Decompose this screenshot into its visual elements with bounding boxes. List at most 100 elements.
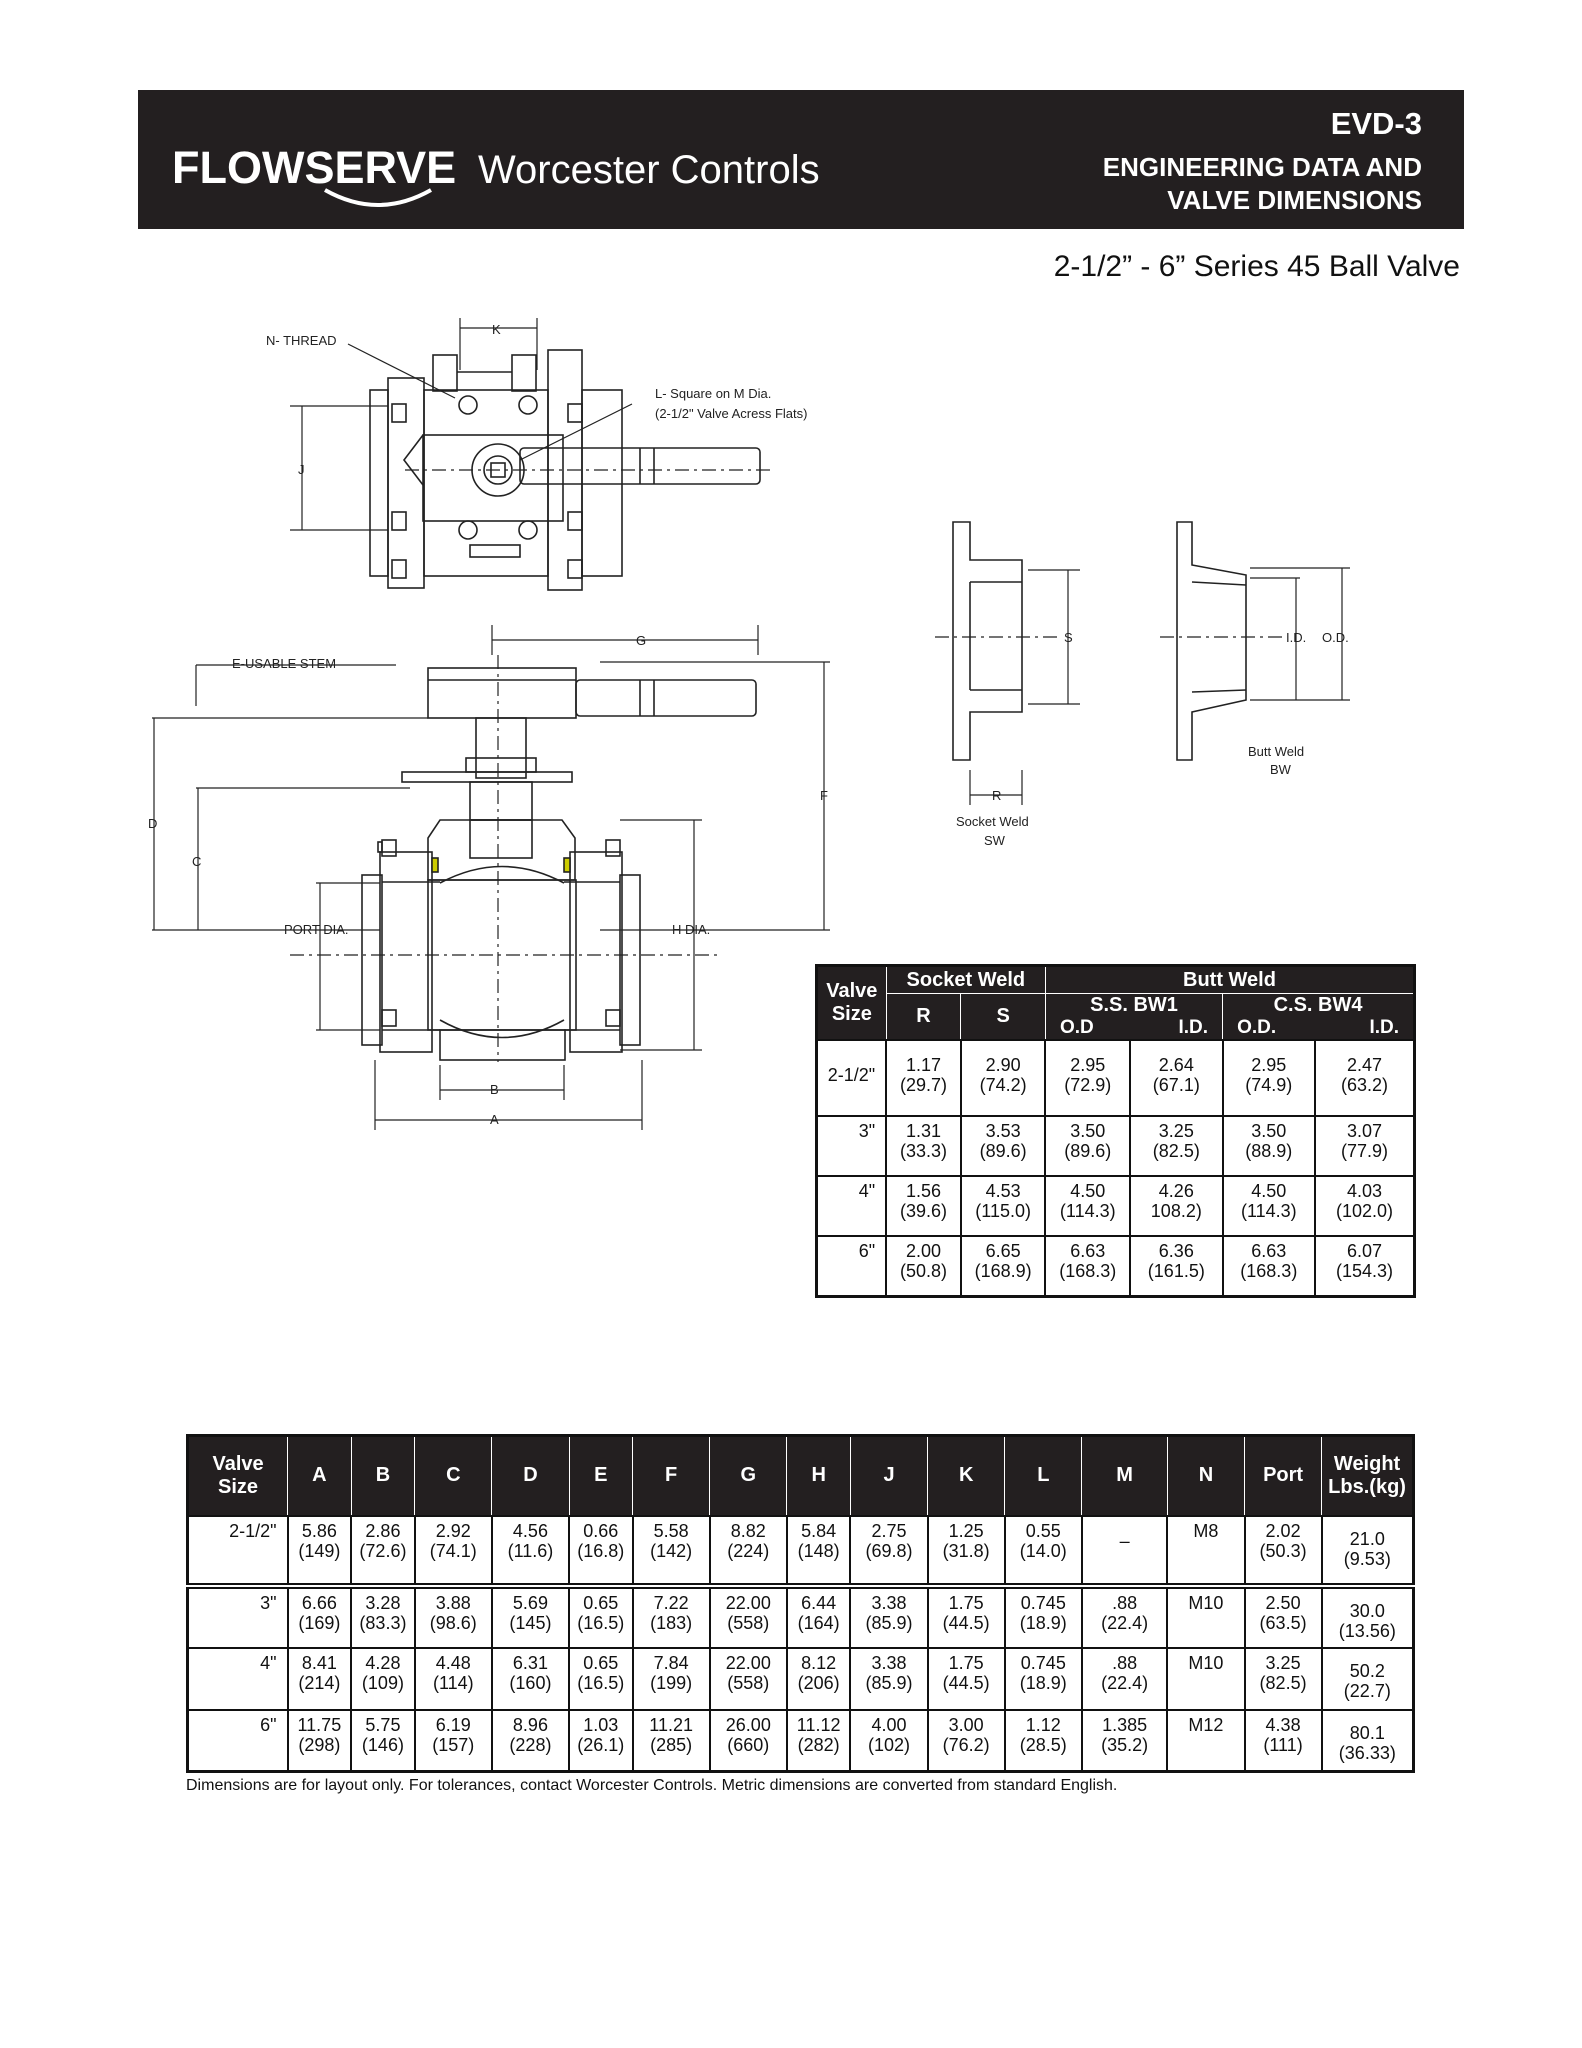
product-title: 2-1/2” - 6” Series 45 Ball Valve (1053, 250, 1460, 283)
table-row: 2-1/2"5.86(149)2.86(72.6)2.92(74.1)4.56(… (186, 1514, 1415, 1587)
table-cell: 6.63(168.3) (1044, 1235, 1132, 1297)
imperial-value: 8.12 (801, 1652, 837, 1673)
imperial-value: 2.00 (905, 1241, 942, 1261)
dim-valve-label: Valve (212, 1452, 264, 1475)
port-cell: 2.50(63.5) (1243, 1584, 1323, 1649)
document-code: EVD-3 (1330, 106, 1422, 141)
table-cell: 2.92(74.1) (413, 1514, 493, 1587)
label-b: B (490, 1082, 499, 1097)
imperial-value: 0.66 (583, 1520, 619, 1541)
flowserve-logo: FLOWSERVE (172, 142, 457, 193)
metric-value: (115.0) (975, 1201, 1031, 1221)
table-cell: 4.48(114) (413, 1646, 493, 1711)
label-g: G (636, 633, 646, 648)
table-cell: 11.12(282) (785, 1708, 852, 1773)
metric-value: (22.4) (1101, 1672, 1149, 1693)
label-h-dia: H DIA. (672, 922, 710, 937)
imperial-value: 2.47 (1347, 1055, 1383, 1075)
label-bw: BW (1270, 762, 1292, 777)
imperial-value: 5.69 (512, 1592, 548, 1613)
metric-value: (114) (432, 1672, 474, 1693)
metric-value: (114.3) (1059, 1201, 1116, 1221)
metric-value: (29.7) (900, 1075, 948, 1095)
imperial-value: 2.50 (1265, 1592, 1301, 1613)
column-header: G (709, 1435, 788, 1516)
metric-value: (224) (727, 1540, 770, 1561)
imperial-value: 1.56 (905, 1181, 942, 1201)
imperial-value: 2.02 (1265, 1520, 1301, 1541)
imperial-value: 80.1 (1349, 1722, 1385, 1743)
butt-weld-drawing (1160, 521, 1350, 761)
table-cell: 22.00(558) (708, 1584, 788, 1649)
table-cell: 2.00(50.8) (885, 1235, 962, 1297)
metric-value: (111) (1263, 1734, 1303, 1755)
cs-bw4-header: C.S. BW4 O.D.I.D. (1222, 993, 1415, 1041)
table-cell: 5.75(146) (350, 1708, 416, 1773)
metric-value: (199) (650, 1672, 693, 1693)
imperial-value: 1.12 (1025, 1714, 1061, 1735)
metric-value: (76.2) (942, 1734, 990, 1755)
logo-swoosh-icon (324, 188, 432, 207)
table-cell: 26.00(660) (708, 1708, 788, 1773)
metric-value: (558) (727, 1672, 770, 1693)
imperial-value: 3.50 (1251, 1121, 1287, 1141)
table-cell: 7.22(183) (631, 1584, 711, 1649)
metric-value: (660) (727, 1734, 770, 1755)
imperial-value: 3.28 (365, 1592, 401, 1613)
imperial-value: 6.31 (512, 1652, 548, 1673)
table-cell: 0.745(18.9) (1003, 1584, 1083, 1649)
table-cell: 4.00(102) (849, 1708, 929, 1773)
table-cell: 11.75(298) (286, 1708, 353, 1773)
port-cell: 4.38(111) (1243, 1708, 1323, 1773)
metric-value: (74.1) (429, 1540, 477, 1561)
metric-value: (145) (509, 1612, 552, 1633)
imperial-value: 7.22 (653, 1592, 689, 1613)
imperial-value: 3.88 (435, 1592, 471, 1613)
metric-value: (39.6) (900, 1201, 948, 1221)
label-j: J (298, 462, 305, 477)
metric-value: (161.5) (1147, 1261, 1205, 1281)
table-cell: 8.12(206) (785, 1646, 852, 1711)
weight-unit-label: Lbs.(kg) (1328, 1475, 1406, 1498)
cs-bw4-label: C.S. BW4 (1273, 994, 1363, 1016)
metric-value: (82.5) (1259, 1672, 1307, 1693)
metric-value: (89.6) (1064, 1141, 1112, 1161)
imperial-value: 6.44 (801, 1592, 837, 1613)
table-cell: 6.63(168.3) (1221, 1235, 1317, 1297)
metric-value: (63.2) (1341, 1075, 1389, 1095)
metric-value: (18.9) (1019, 1672, 1067, 1693)
imperial-value: 1.31 (905, 1121, 942, 1141)
table-cell: 6.36(161.5) (1129, 1235, 1224, 1297)
imperial-value: 4.50 (1070, 1181, 1106, 1201)
label-e-usable-stem: E-USABLE STEM (232, 656, 336, 671)
imperial-value: 4.50 (1251, 1181, 1287, 1201)
metric-value: (22.7) (1343, 1680, 1391, 1701)
table-cell: 4.28(109) (350, 1646, 416, 1711)
table-row: 4"8.41(214)4.28(109)4.48(114)6.31(160)0.… (186, 1646, 1415, 1711)
label-l-square-note: (2-1/2" Valve Acress Flats) (655, 406, 807, 421)
cs-bw4-subheaders: O.D.I.D. (1223, 1017, 1413, 1039)
column-header: N (1166, 1435, 1246, 1516)
imperial-value: 30.0 (1349, 1600, 1385, 1621)
metric-value: (85.9) (865, 1612, 913, 1633)
imperial-value: 3.25 (1265, 1652, 1301, 1673)
imperial-value: 11.21 (649, 1714, 694, 1735)
label-l-square: L- Square on M Dia. (655, 386, 771, 401)
metric-value: (31.8) (942, 1540, 990, 1561)
ss-bw1-label: S.S. BW1 (1090, 994, 1178, 1016)
valve-size-cell: 3" (815, 1115, 888, 1177)
column-header: M (1081, 1435, 1168, 1516)
metric-value: (102) (868, 1734, 911, 1755)
table-cell: 6.65(168.9) (959, 1235, 1047, 1297)
metric-value: (146) (361, 1734, 404, 1755)
table-cell: 7.84(199) (631, 1646, 711, 1711)
imperial-value: 4.00 (871, 1714, 907, 1735)
table-cell: 3.50(88.9) (1221, 1115, 1317, 1177)
imperial-value: 4.38 (1265, 1714, 1301, 1735)
imperial-value: 22.00 (725, 1652, 771, 1673)
table-cell: 0.55(14.0) (1003, 1514, 1083, 1587)
imperial-value: 2.90 (985, 1055, 1021, 1075)
imperial-value: 3.07 (1347, 1121, 1383, 1141)
metric-value: (63.5) (1259, 1612, 1307, 1633)
